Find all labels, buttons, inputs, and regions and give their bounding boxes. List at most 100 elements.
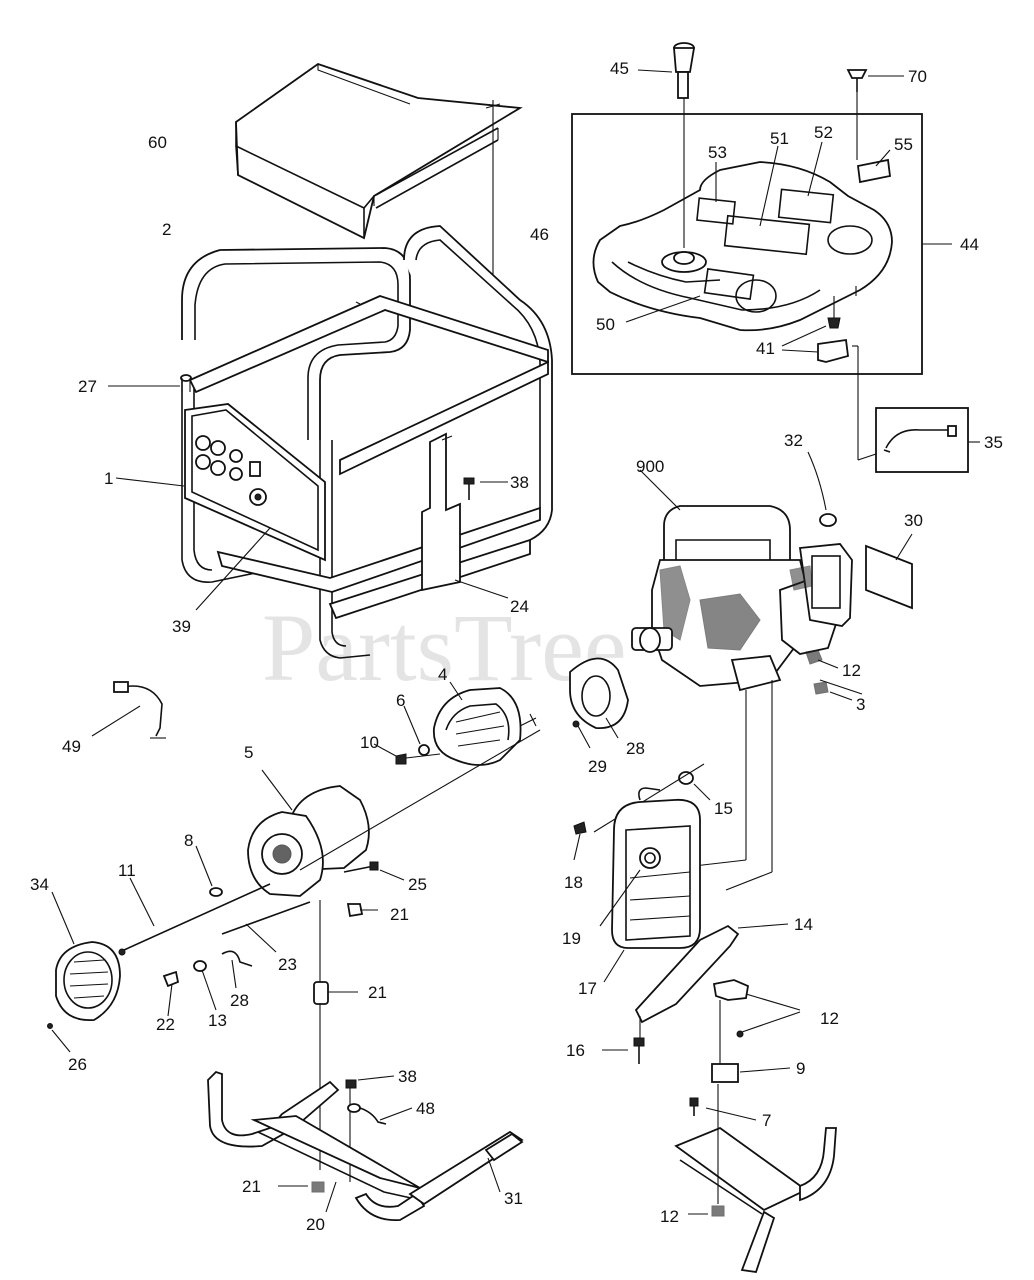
part-15-exhaust-gasket[interactable] bbox=[593, 763, 711, 833]
label-9: 9 bbox=[796, 1059, 805, 1078]
part-27-grommet[interactable] bbox=[108, 374, 192, 392]
part-38-screw-lower[interactable] bbox=[345, 1075, 395, 1182]
label-8: 8 bbox=[184, 831, 193, 850]
part-13-washer[interactable] bbox=[193, 960, 217, 1011]
label-12-cradle: 12 bbox=[660, 1207, 679, 1226]
label-16: 16 bbox=[566, 1041, 585, 1060]
part-2-frame[interactable] bbox=[181, 225, 553, 659]
label-39: 39 bbox=[172, 617, 191, 636]
part-41-fuel-valve[interactable] bbox=[781, 286, 877, 461]
label-900: 900 bbox=[636, 457, 664, 476]
part-38-screw-upper[interactable] bbox=[463, 477, 508, 500]
part-24-bracket[interactable] bbox=[421, 432, 509, 599]
part-49-cable[interactable] bbox=[91, 681, 166, 739]
label-60: 60 bbox=[148, 133, 167, 152]
label-20: 20 bbox=[306, 1215, 325, 1234]
part-31-handle[interactable] bbox=[484, 1132, 524, 1193]
label-21-c: 21 bbox=[242, 1177, 261, 1196]
part-28-wire[interactable] bbox=[221, 950, 253, 989]
part-45-fuel-cap[interactable] bbox=[637, 42, 696, 248]
part-10-screw[interactable] bbox=[373, 743, 441, 765]
part-5-alternator[interactable] bbox=[247, 729, 541, 897]
label-48: 48 bbox=[416, 1099, 435, 1118]
label-23: 23 bbox=[278, 955, 297, 974]
part-16-bolt[interactable] bbox=[602, 1016, 645, 1064]
label-55: 55 bbox=[894, 135, 913, 154]
callout-labels: 60 46 2 27 1 38 39 24 45 70 53 51 52 55 … bbox=[30, 59, 1003, 1234]
label-52: 52 bbox=[814, 123, 833, 142]
part-14-bracket[interactable] bbox=[634, 923, 789, 1024]
part-25-bolt[interactable] bbox=[343, 861, 405, 881]
label-6: 6 bbox=[396, 691, 405, 710]
part-6-washer[interactable] bbox=[403, 705, 430, 756]
label-53: 53 bbox=[708, 143, 727, 162]
part-18-bolt[interactable] bbox=[573, 821, 587, 861]
part-12-right-cradle[interactable] bbox=[674, 1084, 837, 1273]
part-17-muffler[interactable] bbox=[599, 787, 701, 983]
label-1: 1 bbox=[104, 469, 113, 488]
part-21-nut-a[interactable] bbox=[346, 903, 378, 918]
label-7: 7 bbox=[762, 1111, 771, 1130]
engine-mount-line-c bbox=[693, 859, 747, 867]
label-50: 50 bbox=[596, 315, 615, 334]
label-22: 22 bbox=[156, 1015, 175, 1034]
label-12-engine: 12 bbox=[842, 661, 861, 680]
part-21-nut-c[interactable] bbox=[278, 1181, 325, 1193]
label-51: 51 bbox=[770, 129, 789, 148]
part-22-clip[interactable] bbox=[162, 970, 180, 1017]
label-25: 25 bbox=[408, 875, 427, 894]
part-32-gasket[interactable] bbox=[807, 451, 837, 527]
part-29-screw[interactable] bbox=[572, 720, 591, 749]
label-49: 49 bbox=[62, 737, 81, 756]
label-31: 31 bbox=[504, 1189, 523, 1208]
part-900-engine[interactable] bbox=[631, 505, 863, 695]
label-10: 10 bbox=[360, 733, 379, 752]
label-21-a: 21 bbox=[390, 905, 409, 924]
part-35-fuel-line[interactable] bbox=[875, 407, 980, 473]
part-70-screw[interactable] bbox=[846, 69, 904, 160]
part-3-bolt[interactable] bbox=[813, 681, 853, 701]
label-46: 46 bbox=[530, 225, 549, 244]
part-26-screw[interactable] bbox=[47, 1023, 71, 1053]
part-12-mount-right[interactable] bbox=[712, 979, 801, 1038]
label-15: 15 bbox=[714, 799, 733, 818]
part-12-nut-engine[interactable] bbox=[805, 649, 839, 669]
label-26: 26 bbox=[68, 1055, 87, 1074]
label-27: 27 bbox=[78, 377, 97, 396]
part-34-end-cover[interactable] bbox=[51, 891, 121, 1021]
label-38-lower: 38 bbox=[398, 1067, 417, 1086]
label-70: 70 bbox=[908, 67, 927, 86]
part-11-through-bolt[interactable] bbox=[118, 877, 271, 956]
part-21-mount-b[interactable] bbox=[313, 981, 358, 1005]
label-44: 44 bbox=[960, 235, 979, 254]
part-7-screw[interactable] bbox=[689, 1097, 757, 1121]
label-34: 34 bbox=[30, 875, 49, 894]
part-60-cover-tray[interactable] bbox=[235, 63, 523, 240]
label-41: 41 bbox=[756, 339, 775, 358]
label-18: 18 bbox=[564, 873, 583, 892]
label-28-wire: 28 bbox=[230, 991, 249, 1010]
label-30: 30 bbox=[904, 511, 923, 530]
part-30-plate[interactable] bbox=[865, 533, 913, 610]
label-29: 29 bbox=[588, 757, 607, 776]
label-28-ring: 28 bbox=[626, 739, 645, 758]
label-2: 2 bbox=[162, 220, 171, 239]
part-44-fuel-tank-assembly[interactable] bbox=[571, 113, 952, 375]
engine-mount-line-d bbox=[725, 871, 773, 891]
part-23-bolt[interactable] bbox=[221, 901, 311, 953]
label-13: 13 bbox=[208, 1011, 227, 1030]
label-21-b: 21 bbox=[368, 983, 387, 1002]
part-48-ground-wire[interactable] bbox=[347, 1103, 413, 1125]
label-12-mount: 12 bbox=[820, 1009, 839, 1028]
part-9-isolator[interactable] bbox=[711, 1000, 791, 1083]
part-900-leader bbox=[639, 469, 681, 511]
part-8-washer[interactable] bbox=[195, 845, 223, 897]
part-28-gasket-ring[interactable] bbox=[569, 657, 629, 739]
part-20-left-cradle[interactable] bbox=[207, 1070, 524, 1221]
label-38-upper: 38 bbox=[510, 473, 529, 492]
label-17: 17 bbox=[578, 979, 597, 998]
part-4-fan-housing[interactable] bbox=[433, 681, 537, 766]
label-19: 19 bbox=[562, 929, 581, 948]
part-1-control-panel[interactable] bbox=[115, 403, 326, 562]
